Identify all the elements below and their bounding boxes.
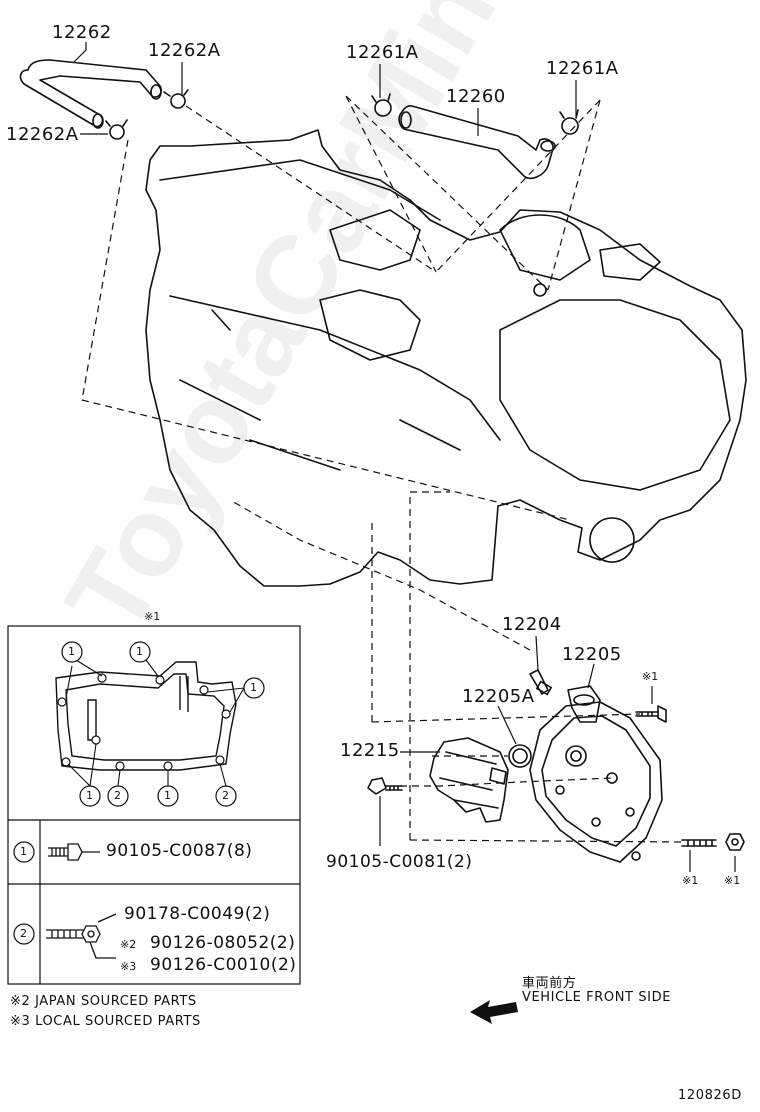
plug-12204 bbox=[529, 669, 552, 696]
callout-90105-C0081[interactable]: 90105-C0081(2) bbox=[326, 852, 473, 872]
nut-right bbox=[725, 833, 745, 851]
bolt-stud-right-top bbox=[635, 705, 667, 723]
gasket-callout-leaders bbox=[65, 659, 245, 787]
callout-12260[interactable]: 12260 bbox=[446, 86, 506, 107]
legend-row2-index: 2 bbox=[20, 927, 27, 940]
legend-note-mark-2: ※2 bbox=[120, 938, 137, 951]
legend-part-90126-08052[interactable]: 90126-08052(2) bbox=[150, 933, 296, 953]
callout-12261A-right[interactable]: 12261A bbox=[546, 58, 619, 79]
gasket-index-label: 2 bbox=[222, 789, 229, 802]
gasket-index-circles bbox=[13, 641, 265, 945]
gasket-index-label: 1 bbox=[86, 789, 93, 802]
callout-12204[interactable]: 12204 bbox=[502, 614, 562, 635]
gasket-bolt-holes bbox=[57, 673, 231, 771]
o-ring-12205A bbox=[508, 744, 532, 768]
note-mark-1-bolt: ※1 bbox=[682, 874, 699, 887]
gasket-index-label: 1 bbox=[136, 645, 143, 658]
clamp-12262A-top bbox=[163, 89, 189, 109]
note-japan-sourced: ※2 JAPAN SOURCED PARTS bbox=[10, 994, 197, 1009]
callout-12262A-left[interactable]: 12262A bbox=[6, 124, 79, 145]
legend-part-90126-C0010[interactable]: 90126-C0010(2) bbox=[150, 955, 297, 975]
gasket-index-label: 1 bbox=[164, 789, 171, 802]
callout-12262A-top[interactable]: 12262A bbox=[148, 40, 221, 61]
callout-12205[interactable]: 12205 bbox=[562, 644, 622, 665]
callout-12205A[interactable]: 12205A bbox=[462, 686, 535, 707]
gasket-index-label: 1 bbox=[250, 681, 257, 694]
cover-12205 bbox=[529, 685, 663, 863]
gasket-index-label: 2 bbox=[114, 789, 121, 802]
legend-header-mark: ※1 bbox=[144, 610, 161, 623]
gasket-index-label: 1 bbox=[68, 645, 75, 658]
legend-frame bbox=[7, 625, 301, 985]
callout-12215[interactable]: 12215 bbox=[340, 740, 400, 761]
legend-bolt-icons bbox=[46, 843, 117, 959]
hose-12260 bbox=[398, 105, 556, 180]
note-mark-1-top: ※1 bbox=[642, 670, 659, 683]
bolt-90105-C0081 bbox=[367, 777, 403, 795]
callout-12262[interactable]: 12262 bbox=[52, 22, 112, 43]
engine-assembly bbox=[145, 129, 747, 587]
note-local-sourced: ※3 LOCAL SOURCED PARTS bbox=[10, 1014, 201, 1029]
stud-bolt-right bbox=[681, 839, 717, 847]
hose-12262 bbox=[19, 59, 163, 129]
front-direction-en: VEHICLE FRONT SIDE bbox=[522, 990, 672, 1005]
clamp-12261A-right bbox=[559, 109, 579, 135]
diagram-code: 120826D bbox=[678, 1088, 742, 1103]
clamp-12261A-left bbox=[371, 93, 392, 117]
legend-row1-index: 1 bbox=[20, 845, 27, 858]
legend-note-mark-3: ※3 bbox=[120, 960, 137, 973]
legend-part-90178-C0049[interactable]: 90178-C0049(2) bbox=[124, 904, 271, 924]
front-direction-jp: 車両前方 bbox=[522, 976, 577, 991]
leader-lines bbox=[73, 42, 736, 872]
callout-12261A-left[interactable]: 12261A bbox=[346, 42, 419, 63]
clamp-12262A-left bbox=[105, 119, 128, 140]
oil-separator-12215 bbox=[429, 737, 509, 823]
note-mark-1-nut: ※1 bbox=[724, 874, 741, 887]
gasket-outline bbox=[55, 661, 237, 771]
front-arrow-icon bbox=[470, 1000, 518, 1024]
assembly-lines bbox=[81, 95, 685, 843]
legend-part-90105-C0087[interactable]: 90105-C0087(8) bbox=[106, 841, 253, 861]
